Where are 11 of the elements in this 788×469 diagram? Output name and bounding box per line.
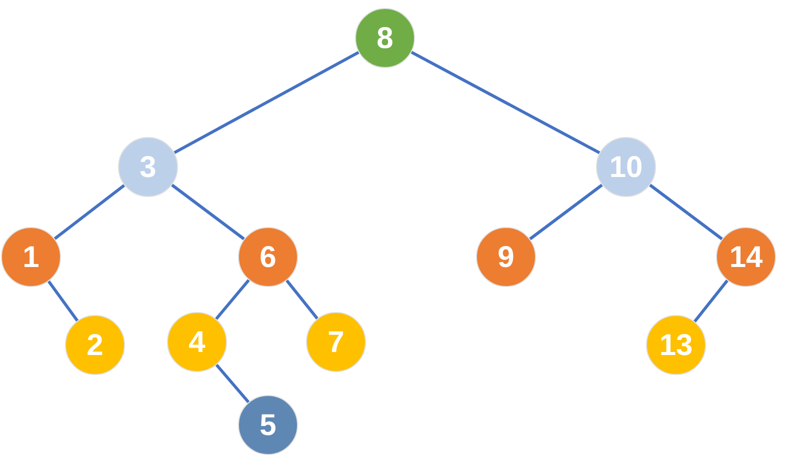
connector-line (174, 51, 360, 154)
connector-line (694, 280, 728, 322)
connector-line (47, 280, 79, 322)
connector-line (215, 364, 250, 404)
connector-line (410, 50, 600, 154)
connector-line (171, 184, 245, 240)
connector-line (54, 184, 126, 240)
connector-line (286, 279, 318, 320)
connector-line (649, 184, 723, 240)
connector-line (215, 279, 250, 320)
connector-line (529, 184, 603, 240)
